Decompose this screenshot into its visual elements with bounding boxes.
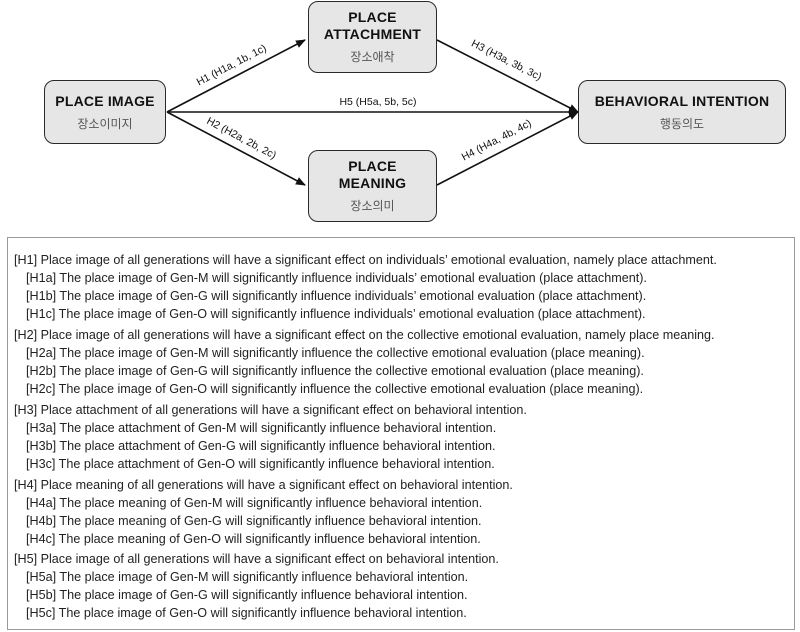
node-korean-label: 장소이미지 [77, 116, 133, 131]
hypothesis-h5c: [H5c] The place image of Gen-O will sign… [26, 606, 467, 620]
node-title: BEHAVIORAL INTENTION [594, 92, 770, 109]
hypotheses-box: [H1] Place image of all generations will… [7, 237, 795, 630]
hypothesis-h1: [H1] Place image of all generations will… [14, 253, 717, 267]
edge-h1 [166, 39, 306, 113]
node-title-line2: MEANING [338, 175, 407, 191]
node-place-attachment: PLACE ATTACHMENT 장소애착 [308, 1, 437, 73]
node-title-line2: ATTACHMENT [323, 26, 422, 42]
edge-label-h5: H5 (H5a, 5b, 5c) [339, 96, 416, 108]
node-title-line1: PLACE [348, 9, 397, 25]
hypothesis-h4b: [H4b] The place meaning of Gen-G will si… [26, 514, 482, 528]
edge-layer: H1 (H1a, 1b, 1c) H2 (H2a, 2b, 2c) H3 (H3… [166, 37, 579, 186]
hypothesis-h2: [H2] Place image of all generations will… [14, 328, 715, 342]
node-behavioral-intention: BEHAVIORAL INTENTION 행동의도 [578, 80, 786, 144]
node-place-image: PLACE IMAGE 장소이미지 [44, 80, 166, 144]
edge-h3 [436, 39, 579, 113]
hypothesis-h1a: [H1a] The place image of Gen-M will sign… [26, 271, 647, 285]
node-title-line1: PLACE [348, 158, 397, 174]
hypothesis-h3: [H3] Place attachment of all generations… [14, 403, 527, 417]
hypothesis-h2c: [H2c] The place image of Gen-O will sign… [26, 382, 644, 396]
edge-h4 [436, 111, 579, 186]
hypothesis-h4a: [H4a] The place meaning of Gen-M will si… [26, 496, 483, 510]
hypothesis-h5a: [H5a] The place image of Gen-M will sign… [26, 570, 469, 584]
node-place-meaning: PLACE MEANING 장소의미 [308, 150, 437, 222]
hypothesis-h4: [H4] Place meaning of all generations wi… [14, 478, 513, 492]
hypothesis-h3b: [H3b] The place attachment of Gen-G will… [26, 439, 496, 453]
hypothesis-h4c: [H4c] The place meaning of Gen-O will si… [26, 532, 481, 546]
node-korean-label: 행동의도 [659, 116, 705, 131]
edge-h2 [166, 111, 306, 186]
hypothesis-h1b: [H1b] The place image of Gen-G will sign… [26, 289, 647, 303]
node-title: PLACE IMAGE [55, 92, 155, 109]
node-korean-label: 장소애착 [350, 50, 395, 64]
node-korean-label: 장소의미 [350, 199, 395, 213]
hypothesis-h2b: [H2b] The place image of Gen-G will sign… [26, 364, 644, 378]
hypothesis-h1c: [H1c] The place image of Gen-O will sign… [26, 307, 646, 321]
hypothesis-h3c: [H3c] The place attachment of Gen-O will… [26, 457, 495, 471]
research-model-diagram: H1 (H1a, 1b, 1c) H2 (H2a, 2b, 2c) H3 (H3… [0, 0, 800, 232]
hypothesis-h3a: [H3a] The place attachment of Gen-M will… [26, 421, 497, 435]
hypothesis-h5: [H5] Place image of all generations will… [14, 552, 499, 566]
hypothesis-h2a: [H2a] The place image of Gen-M will sign… [26, 346, 645, 360]
hypothesis-h5b: [H5b] The place image of Gen-G will sign… [26, 588, 468, 602]
